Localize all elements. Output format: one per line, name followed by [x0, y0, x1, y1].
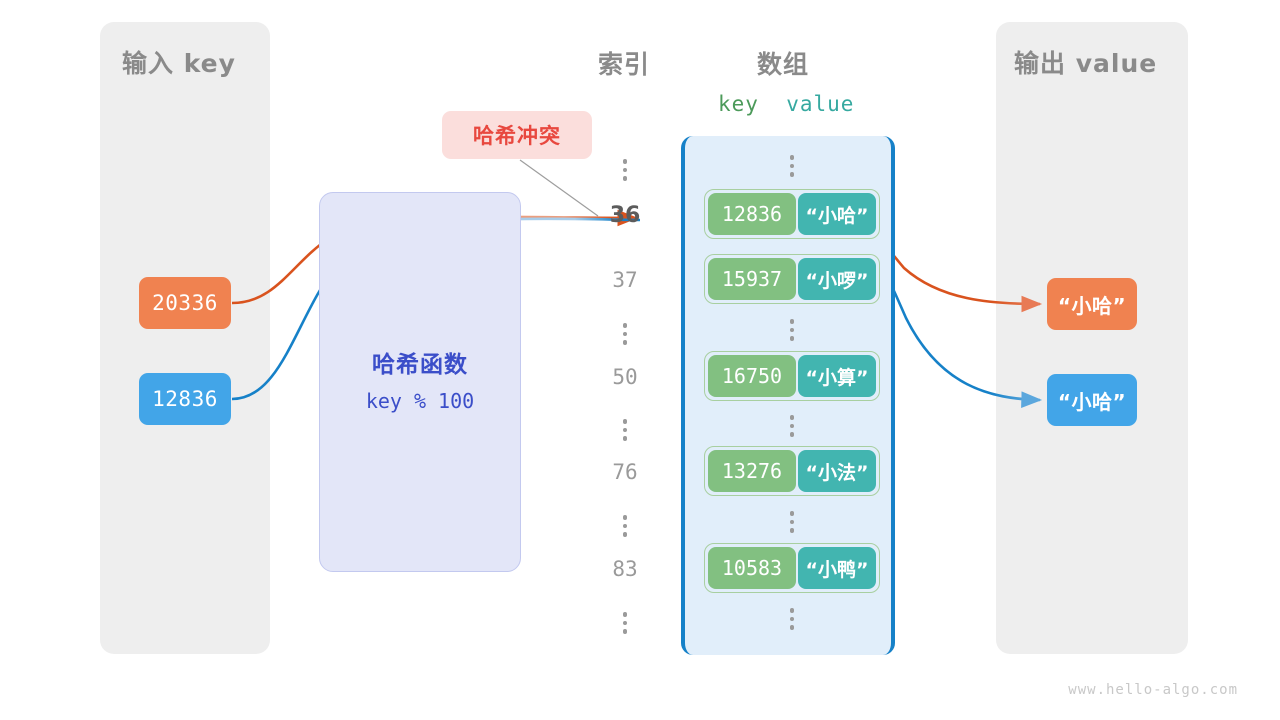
vertical-ellipsis-icon	[789, 608, 795, 630]
bucket-key-cell[interactable]: 12836	[708, 193, 796, 235]
array-ellipsis	[685, 511, 899, 537]
index-ellipsis	[592, 612, 658, 639]
bucket-value-cell[interactable]: “小算”	[798, 355, 876, 397]
index-column-title: 索引	[598, 50, 651, 79]
input-key-pill-0[interactable]: 20336	[139, 277, 231, 329]
vertical-ellipsis-icon	[789, 511, 795, 533]
vertical-ellipsis-icon	[789, 319, 795, 341]
vertical-ellipsis-icon	[622, 515, 628, 537]
vertical-ellipsis-icon	[622, 612, 628, 634]
index-ellipsis	[592, 515, 658, 542]
index-label-37: 37	[612, 268, 638, 292]
bucket-key-cell[interactable]: 16750	[708, 355, 796, 397]
bucket-value-cell[interactable]: “小啰”	[798, 258, 876, 300]
array-bucket-36[interactable]: 12836“小哈”	[704, 189, 880, 239]
input-panel-title: 输入 key	[122, 49, 236, 78]
key-value-header: key value	[718, 92, 854, 116]
bucket-key-cell[interactable]: 13276	[708, 450, 796, 492]
input-key-pill-1[interactable]: 12836	[139, 373, 231, 425]
header-value-label: value	[786, 92, 855, 116]
index-label-36: 36	[609, 203, 641, 228]
bucket-value-cell[interactable]: “小法”	[798, 450, 876, 492]
output-panel-title: 输出 value	[1014, 49, 1158, 78]
array-bucket-50[interactable]: 16750“小算”	[704, 351, 880, 401]
bucket-key-cell[interactable]: 10583	[708, 547, 796, 589]
index-label-76: 76	[612, 460, 638, 484]
array-bucket-83[interactable]: 10583“小鸭”	[704, 543, 880, 593]
index-ellipsis	[592, 323, 658, 350]
vertical-ellipsis-icon	[622, 323, 628, 345]
index-label-50: 50	[612, 365, 638, 389]
array-container: 12836“小哈”15937“小啰”16750“小算”13276“小法”1058…	[681, 136, 895, 655]
array-column-title: 数组	[757, 50, 810, 79]
vertical-ellipsis-icon	[789, 155, 795, 177]
vertical-ellipsis-icon	[789, 415, 795, 437]
watermark: www.hello-algo.com	[1068, 682, 1238, 698]
index-label-83: 83	[612, 557, 638, 581]
index-column: 36 37 50 76 83	[592, 140, 658, 650]
bucket-key-cell[interactable]: 15937	[708, 258, 796, 300]
array-ellipsis	[685, 319, 899, 345]
vertical-ellipsis-icon	[622, 419, 628, 441]
array-bucket-76[interactable]: 13276“小法”	[704, 446, 880, 496]
output-value-pill-1[interactable]: “小哈”	[1047, 374, 1137, 426]
collision-leader-line	[519, 159, 599, 217]
array-ellipsis	[685, 155, 899, 181]
header-key-label: key	[718, 92, 759, 116]
hash-function-box: 哈希函数 key % 100	[319, 192, 521, 572]
index-ellipsis	[592, 159, 658, 186]
array-ellipsis	[685, 608, 899, 634]
output-value-panel: 输出 value	[996, 22, 1188, 654]
output-value-pill-0[interactable]: “小哈”	[1047, 278, 1137, 330]
hash-function-formula: key % 100	[365, 389, 475, 413]
hash-collision-badge: 哈希冲突	[442, 111, 592, 159]
vertical-ellipsis-icon	[622, 159, 628, 181]
array-bucket-37[interactable]: 15937“小啰”	[704, 254, 880, 304]
index-ellipsis	[592, 419, 658, 446]
input-key-panel: 输入 key	[100, 22, 270, 654]
array-ellipsis	[685, 415, 899, 441]
bucket-value-cell[interactable]: “小哈”	[798, 193, 876, 235]
hash-function-title: 哈希函数	[372, 352, 468, 378]
bucket-value-cell[interactable]: “小鸭”	[798, 547, 876, 589]
